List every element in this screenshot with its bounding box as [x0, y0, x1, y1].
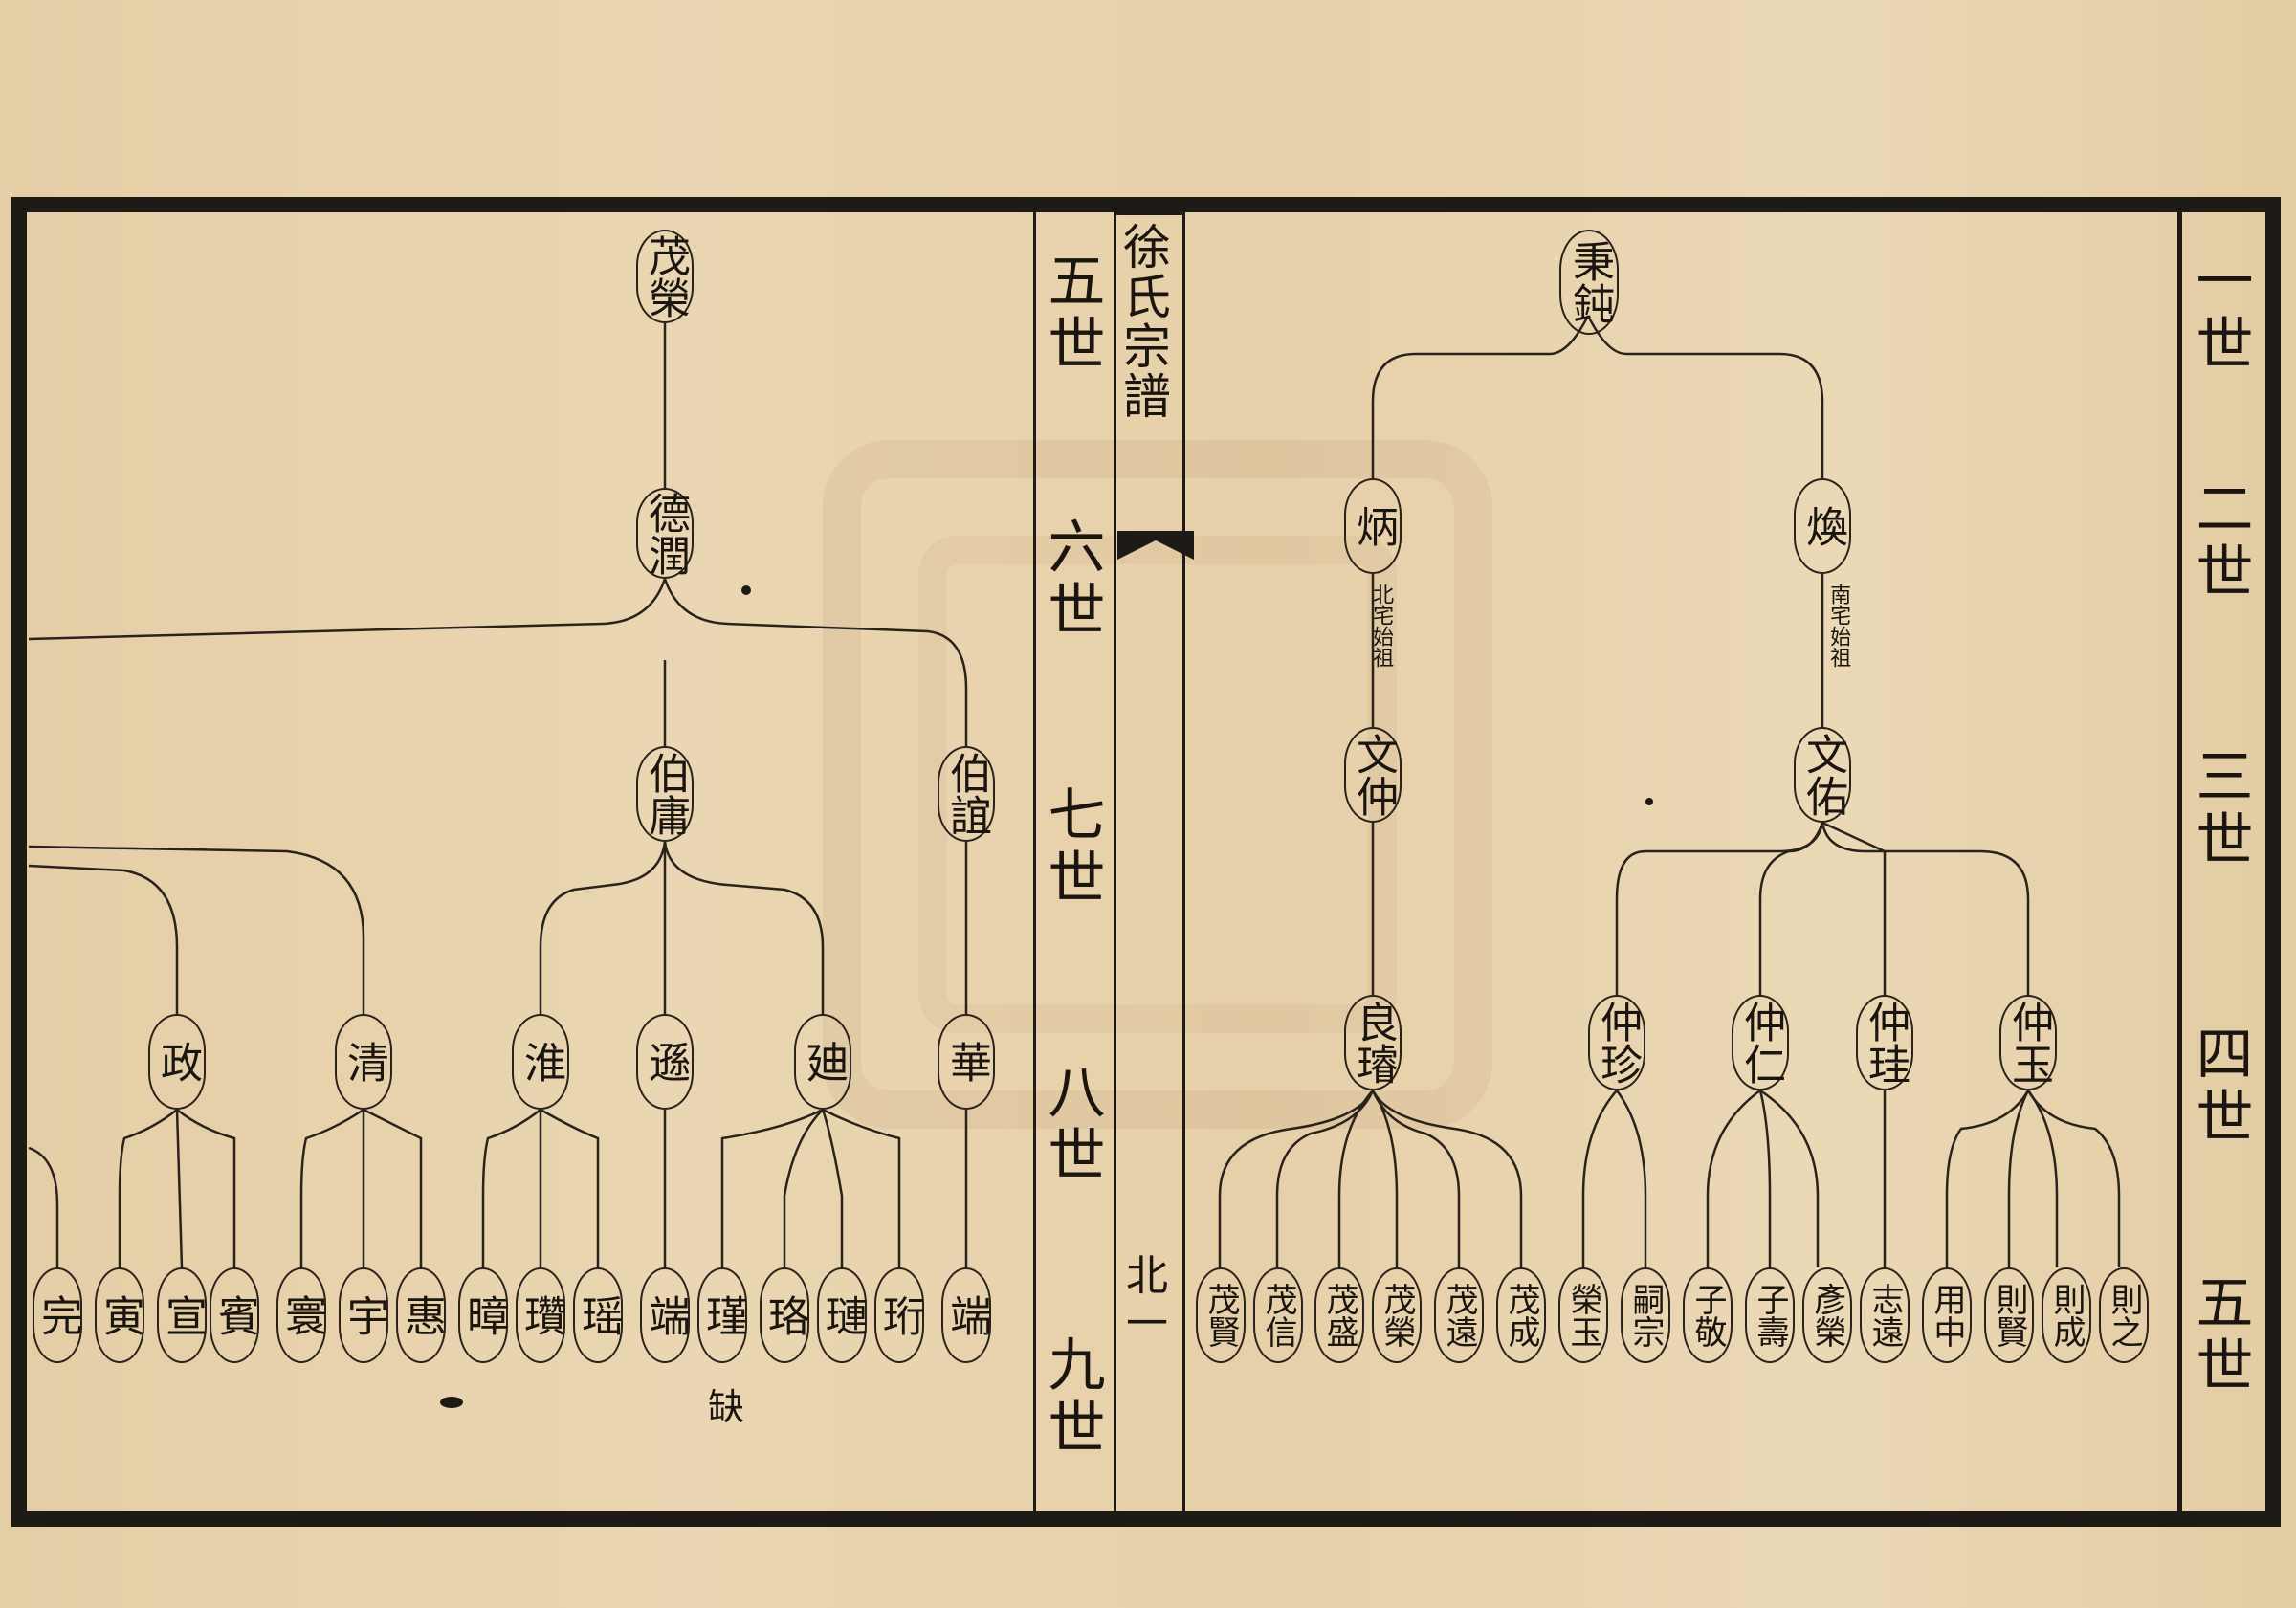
person-node: 茂榮 — [1372, 1267, 1422, 1363]
person-node: 璉 — [817, 1267, 867, 1363]
person-node: 伯誼 — [938, 746, 995, 842]
person-node: 端 — [640, 1267, 690, 1363]
generation-label: 二世 — [2186, 478, 2253, 605]
book-title: 徐氏宗譜 — [1115, 222, 1171, 421]
person-node: 文仲 — [1344, 727, 1402, 823]
ink-blot — [741, 585, 751, 595]
person-node: 瑶 — [573, 1267, 623, 1363]
person-node: 賓 — [210, 1267, 259, 1363]
generation-label: 六世 — [1038, 517, 1105, 643]
person-node: 仲珪 — [1856, 995, 1913, 1090]
person-node: 寰 — [276, 1267, 326, 1363]
person-node: 榮玉 — [1558, 1267, 1608, 1363]
person-node: 政 — [148, 1014, 206, 1110]
person-node: 宇 — [339, 1267, 388, 1363]
person-node: 煥 — [1794, 478, 1851, 574]
person-node: 惠 — [396, 1267, 446, 1363]
person-node: 伯庸 — [636, 746, 694, 842]
banner-top — [1114, 212, 1185, 215]
person-node: 德潤 — [636, 488, 694, 579]
missing-note: 缺 — [708, 1386, 745, 1428]
person-node: 茂榮 — [636, 230, 694, 323]
generation-label: 五世 — [2186, 1272, 2253, 1399]
center-divider-left-outer — [1033, 212, 1036, 1511]
page-border — [11, 197, 2281, 1527]
person-node: 子壽 — [1745, 1267, 1795, 1363]
person-node: 宣 — [157, 1267, 207, 1363]
person-node: 瓚 — [516, 1267, 565, 1363]
person-note: 南宅始祖 — [1826, 584, 1851, 668]
person-node: 炳 — [1344, 478, 1402, 574]
person-node: 淮 — [512, 1014, 569, 1110]
right-column-divider — [2177, 212, 2182, 1511]
person-node: 寅 — [95, 1267, 144, 1363]
person-node: 茂成 — [1496, 1267, 1546, 1363]
person-node: 志遠 — [1860, 1267, 1910, 1363]
ink-blot — [1645, 798, 1653, 805]
person-node: 仲珍 — [1588, 995, 1645, 1090]
person-node: 文佑 — [1794, 727, 1851, 823]
center-divider-right-inner — [1182, 212, 1185, 1511]
page-number: 北一 — [1118, 1253, 1167, 1349]
person-node: 暲 — [458, 1267, 508, 1363]
person-node: 珞 — [760, 1267, 809, 1363]
generation-label: 七世 — [1038, 784, 1105, 911]
person-node: 珩 — [874, 1267, 924, 1363]
person-node: 嗣宗 — [1621, 1267, 1670, 1363]
person-node: 彥榮 — [1802, 1267, 1852, 1363]
person-node: 清 — [335, 1014, 392, 1110]
person-note: 北宅始祖 — [1369, 584, 1394, 668]
person-node: 良璿 — [1344, 995, 1402, 1090]
person-node: 則賢 — [1984, 1267, 2034, 1363]
center-divider-left-inner — [1114, 212, 1116, 1511]
person-node: 秉鈍 — [1559, 230, 1619, 335]
ink-blot — [440, 1397, 463, 1408]
generation-label: 三世 — [2186, 746, 2253, 872]
person-node: 仲仁 — [1732, 995, 1789, 1090]
person-node: 子敬 — [1683, 1267, 1733, 1363]
person-node: 茂盛 — [1314, 1267, 1364, 1363]
generation-label: 九世 — [1038, 1334, 1105, 1461]
person-node: 華 — [938, 1014, 995, 1110]
generation-label: 一世 — [2186, 251, 2253, 377]
generation-label: 八世 — [1038, 1062, 1105, 1188]
person-node: 茂信 — [1253, 1267, 1303, 1363]
person-node: 廸 — [794, 1014, 851, 1110]
person-node: 遜 — [636, 1014, 694, 1110]
person-node: 則之 — [2099, 1267, 2149, 1363]
person-node: 仲玉 — [1999, 995, 2057, 1090]
person-node: 茂賢 — [1196, 1267, 1246, 1363]
person-node: 完 — [33, 1267, 82, 1363]
person-node: 茂遠 — [1434, 1267, 1484, 1363]
person-node: 瑾 — [697, 1267, 747, 1363]
fishtail-mark-icon — [1117, 531, 1194, 560]
generation-label: 四世 — [2186, 1024, 2253, 1150]
person-node: 則成 — [2042, 1267, 2091, 1363]
person-node: 用中 — [1922, 1267, 1972, 1363]
person-node: 端 — [941, 1267, 991, 1363]
generation-label: 五世 — [1038, 251, 1105, 377]
